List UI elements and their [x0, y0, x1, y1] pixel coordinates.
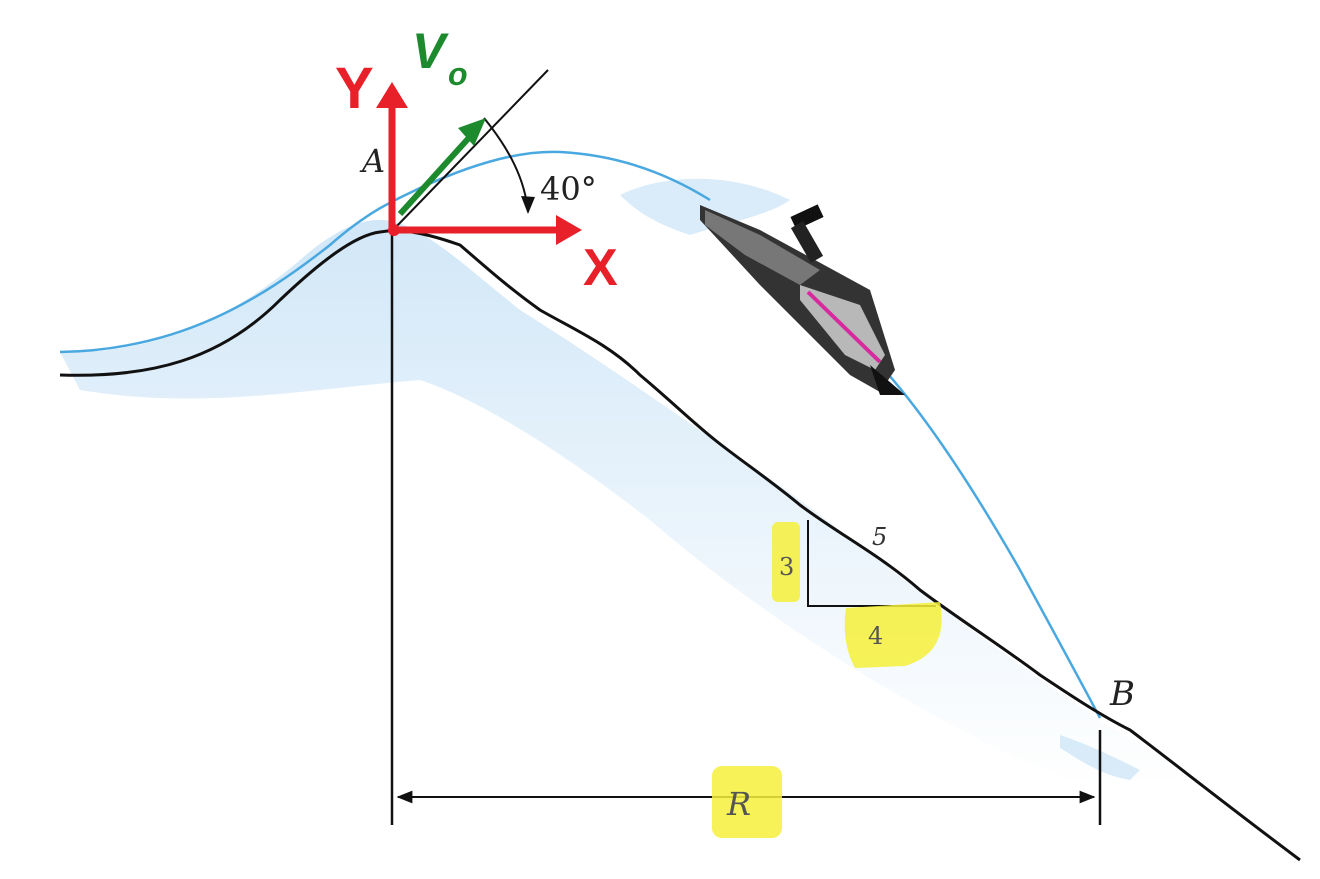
trajectory-path — [59, 150, 711, 354]
label-slope-run: 4 — [868, 622, 883, 650]
highlight-run — [844, 602, 942, 668]
label-point-b: B — [1109, 674, 1135, 714]
launch-direction-line — [394, 69, 549, 229]
highlight-range — [712, 766, 782, 838]
label-point-a: A — [359, 142, 385, 180]
velocity-arrowhead — [458, 118, 486, 146]
angle-arc-arrow — [521, 196, 535, 214]
label-slope-hyp: 5 — [872, 523, 887, 551]
x-axis-arrowhead — [556, 215, 582, 245]
water-shading — [60, 219, 1180, 790]
label-velocity-sub: o — [448, 56, 468, 92]
origin-point — [388, 224, 400, 236]
label-range: R — [726, 785, 751, 823]
label-angle: 40° — [540, 170, 597, 208]
y-axis-arrowhead — [376, 82, 408, 108]
label-velocity: V — [412, 23, 449, 79]
angle-arc — [483, 117, 529, 213]
label-slope-rise: 3 — [779, 553, 794, 581]
water-spray — [620, 178, 790, 235]
highlight-rise — [772, 522, 800, 602]
ground-profile — [59, 228, 1301, 862]
jet-ski-icon — [700, 204, 905, 395]
trajectory-descent — [879, 364, 1102, 719]
velocity-vector — [397, 127, 479, 217]
label-axis-y: Y — [335, 56, 374, 121]
label-axis-x: X — [583, 239, 618, 297]
